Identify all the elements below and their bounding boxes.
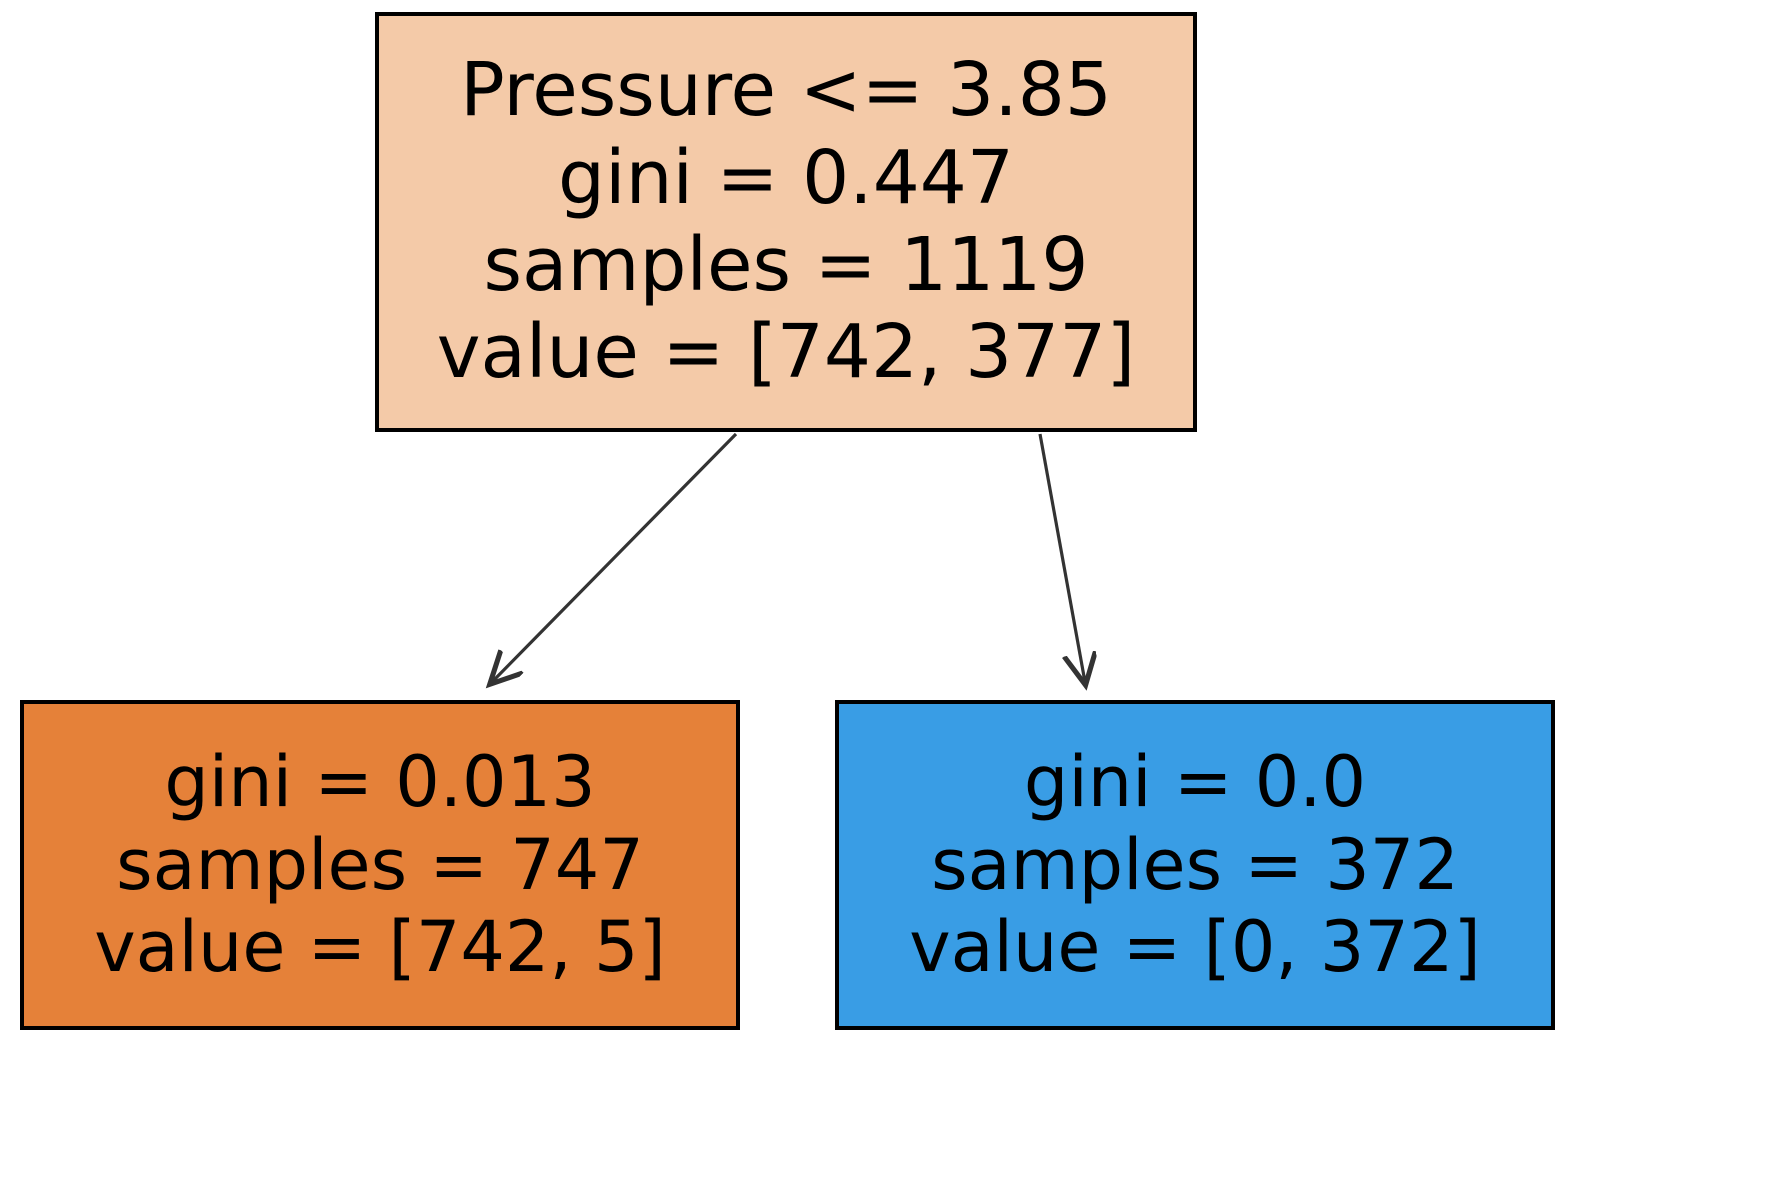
right-leaf-value-text: value = [0, 372] [909, 906, 1481, 989]
left-leaf-value-text: value = [742, 5] [94, 906, 666, 989]
root-gini-text: gini = 0.447 [558, 134, 1014, 221]
edge-root-to-right-leaf [1038, 433, 1085, 682]
left-leaf-gini-text: gini = 0.013 [164, 741, 596, 824]
tree-node-left-leaf[interactable]: gini = 0.013 samples = 747 value = [742,… [20, 700, 740, 1030]
tree-node-root[interactable]: Pressure <= 3.85 gini = 0.447 samples = … [375, 12, 1197, 432]
root-condition-text: Pressure <= 3.85 [460, 47, 1112, 134]
tree-node-right-leaf[interactable]: gini = 0.0 samples = 372 value = [0, 372… [835, 700, 1555, 1030]
edge-root-to-left-leaf [492, 432, 738, 682]
root-samples-text: samples = 1119 [483, 222, 1089, 308]
right-leaf-gini-text: gini = 0.0 [1023, 741, 1367, 824]
right-leaf-samples-text: samples = 372 [931, 823, 1459, 906]
left-leaf-samples-text: samples = 747 [116, 823, 644, 906]
root-value-text: value = [742, 377] [436, 309, 1136, 396]
